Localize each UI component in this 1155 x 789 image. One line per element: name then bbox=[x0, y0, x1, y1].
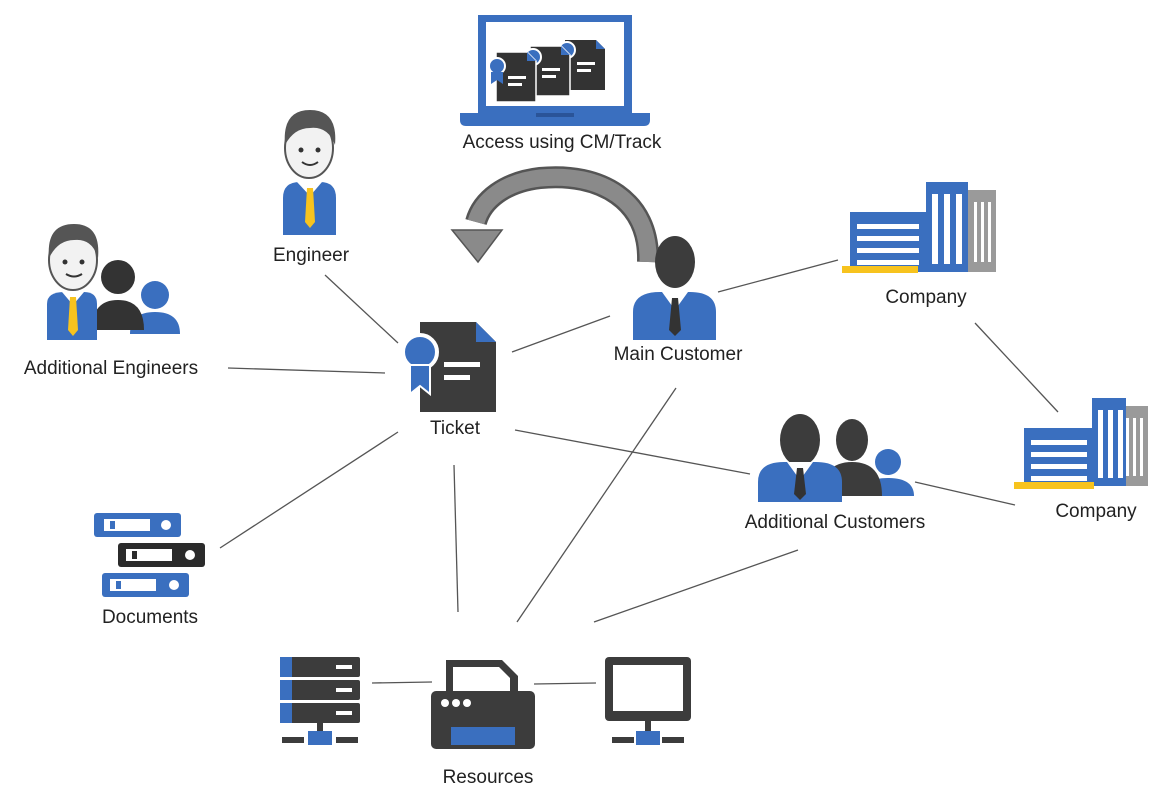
line-main-customer-company bbox=[717, 259, 839, 293]
laptop-icon bbox=[460, 15, 650, 126]
line-ticket-documents bbox=[219, 431, 399, 549]
line-printer-computer bbox=[533, 682, 597, 685]
connector-lines bbox=[219, 259, 1059, 685]
ticket-label: Ticket bbox=[430, 418, 480, 439]
additional-customers-label: Additional Customers bbox=[744, 512, 926, 533]
resources-label: Resources bbox=[442, 767, 534, 788]
line-company-company bbox=[974, 322, 1059, 413]
printer-icon bbox=[431, 660, 535, 749]
documents-label: Documents bbox=[101, 607, 199, 628]
server-icon bbox=[280, 657, 360, 745]
engineer-label: Engineer bbox=[272, 245, 350, 266]
company-label-2: Company bbox=[1055, 501, 1137, 522]
curved-arrow bbox=[450, 166, 660, 264]
line-additional-customers-resources bbox=[593, 549, 799, 623]
main-customer-label: Main Customer bbox=[613, 344, 743, 365]
ticket-icon bbox=[401, 322, 496, 412]
line-additional-engineers-ticket bbox=[227, 367, 386, 374]
documents-icon bbox=[94, 513, 205, 597]
line-ticket-resources bbox=[453, 464, 459, 613]
access-label: Access using CM/Track bbox=[462, 132, 662, 153]
company-building-1-icon bbox=[842, 182, 996, 273]
line-additional-customers-company bbox=[914, 481, 1016, 506]
computer-icon bbox=[605, 657, 691, 745]
line-engineer-ticket bbox=[324, 274, 399, 344]
line-main-customer-resources bbox=[516, 387, 677, 623]
company-building-2-icon bbox=[1014, 398, 1148, 489]
additional-customers-icon bbox=[758, 414, 914, 502]
line-ticket-main-customer bbox=[511, 315, 611, 353]
main-customer-icon bbox=[633, 236, 716, 340]
line-server-printer bbox=[371, 681, 433, 684]
additional-engineers-icon bbox=[47, 224, 180, 340]
engineer-icon bbox=[283, 110, 336, 235]
company-label-1: Company bbox=[885, 287, 967, 308]
additional-engineers-label: Additional Engineers bbox=[23, 358, 199, 379]
